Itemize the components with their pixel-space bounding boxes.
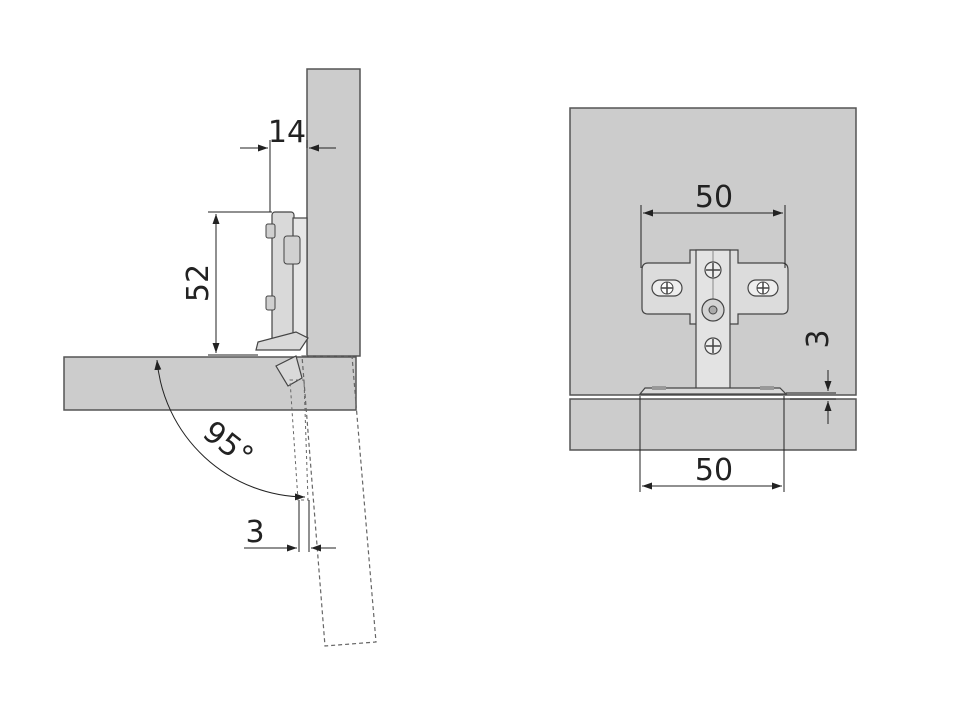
hinge-knuckle — [255, 331, 309, 351]
dim-3-front-label: 3 — [801, 329, 836, 348]
dim-50-top-label: 50 — [695, 180, 733, 215]
door-front-panel — [569, 398, 857, 451]
hinge-door-arm — [289, 379, 309, 501]
dimension-3-front: 3 — [786, 329, 836, 424]
dim-3-side-label: 3 — [245, 515, 264, 550]
dimension-50-bottom: 50 — [639, 396, 785, 492]
hinge-screw-bottom — [265, 295, 276, 311]
horizontal-panel — [63, 356, 357, 411]
screw-right-icon — [747, 279, 779, 297]
hinge-screw-top — [265, 223, 276, 239]
hinge-cam — [283, 235, 301, 265]
screw-left-icon — [651, 279, 683, 297]
hinge-side — [255, 211, 309, 501]
side-view: 14 52 95° 3 — [63, 68, 377, 647]
hinge-cup-base — [638, 387, 788, 395]
hinge-front — [638, 249, 789, 395]
dim-14-label: 14 — [268, 115, 306, 150]
dim-50-bottom-label: 50 — [695, 453, 733, 488]
dim-52-label: 52 — [181, 264, 216, 302]
dim-95-label: 95° — [196, 414, 259, 474]
adjust-screw-icon — [701, 298, 725, 322]
screw-top-icon — [704, 261, 722, 279]
dimension-3-side: 3 — [244, 500, 336, 552]
cup-slot-left — [652, 386, 666, 390]
cabinet-side-panel — [306, 68, 361, 357]
screw-bottom-icon — [704, 337, 722, 355]
cup-slot-right — [760, 386, 774, 390]
dimension-14: 14 — [240, 115, 336, 212]
dimension-50-top: 50 — [640, 180, 786, 268]
dimension-52: 52 — [181, 211, 272, 356]
front-view: 50 3 50 — [569, 107, 857, 492]
